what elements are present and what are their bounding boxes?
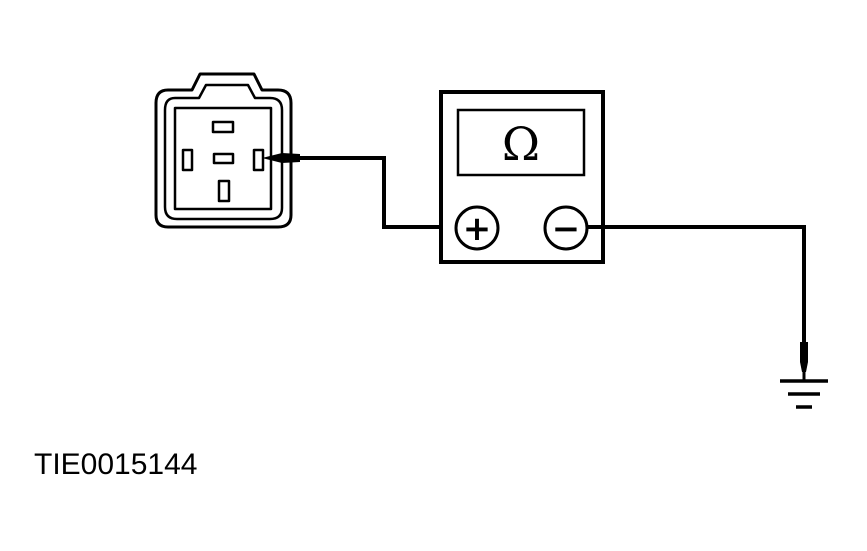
connector-pin-right xyxy=(252,148,265,172)
ohmmeter: Ω + − xyxy=(439,90,605,264)
ground-probe xyxy=(800,342,808,380)
ground-icon xyxy=(780,379,828,409)
reference-code: TIE0015144 xyxy=(34,448,197,481)
meter-display-symbol: Ω xyxy=(502,117,540,171)
connector-pin-center xyxy=(212,152,235,165)
meter-display xyxy=(456,108,586,177)
meter-positive-terminal xyxy=(454,205,500,251)
probe-icon xyxy=(262,153,300,163)
meter-positive-label: + xyxy=(463,209,492,249)
connector-pin-top xyxy=(211,120,235,134)
meter-negative-label: − xyxy=(552,209,581,249)
connector-outer-shell xyxy=(154,72,293,229)
wire-positive-lead xyxy=(300,156,454,229)
connector-pin-bottom xyxy=(217,179,231,203)
connector-icon xyxy=(154,72,293,229)
ground-probe-body xyxy=(800,342,808,372)
wire-negative-lead xyxy=(587,225,806,343)
connector-pin-left xyxy=(181,148,194,172)
connector-probe-tip xyxy=(262,153,300,163)
connector-inner-shell xyxy=(163,83,284,221)
